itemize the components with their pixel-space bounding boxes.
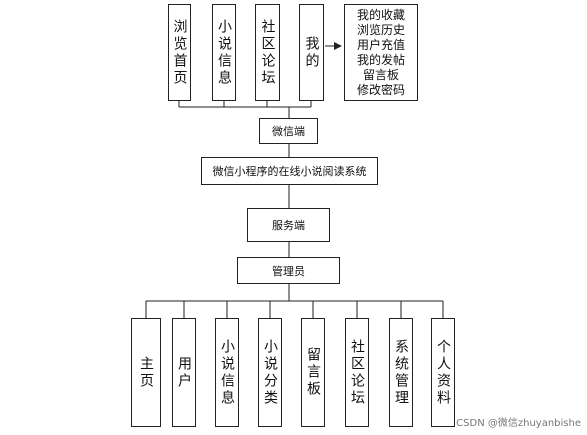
module-message-board: 留言板 xyxy=(301,318,325,427)
server-end-box: 服务端 xyxy=(247,208,330,242)
submenu-item-recharge: 用户充值 xyxy=(356,37,405,52)
module-novel-info: 小说信息 xyxy=(212,4,236,101)
module-users: 用户 xyxy=(172,318,196,427)
module-community-forum-admin: 社区论坛 xyxy=(345,318,369,427)
module-home: 主页 xyxy=(131,318,161,427)
module-my: 我的 xyxy=(299,4,324,101)
admin-box: 管理员 xyxy=(237,257,340,284)
my-submenu-box: 我的收藏 浏览历史 用户充值 我的发帖 留言板 修改密码 xyxy=(344,4,418,101)
module-novel-category: 小说分类 xyxy=(258,318,282,427)
submenu-item-favorites: 我的收藏 xyxy=(356,7,405,22)
module-community-forum: 社区论坛 xyxy=(255,4,280,101)
submenu-item-my-posts: 我的发帖 xyxy=(356,52,405,67)
module-personal-profile: 个人资料 xyxy=(431,318,455,427)
watermark: CSDN @微信zhuyanbishe xyxy=(456,418,581,429)
wechat-end-box: 微信端 xyxy=(259,118,318,144)
submenu-item-history: 浏览历史 xyxy=(356,22,405,37)
submenu-item-message-board: 留言板 xyxy=(362,67,399,82)
module-system-management: 系统管理 xyxy=(389,318,413,427)
module-browse-home: 浏览首页 xyxy=(168,4,191,101)
submenu-item-change-password: 修改密码 xyxy=(356,82,405,97)
system-name-box: 微信小程序的在线小说阅读系统 xyxy=(201,157,378,185)
module-novel-info-admin: 小说信息 xyxy=(215,318,239,427)
